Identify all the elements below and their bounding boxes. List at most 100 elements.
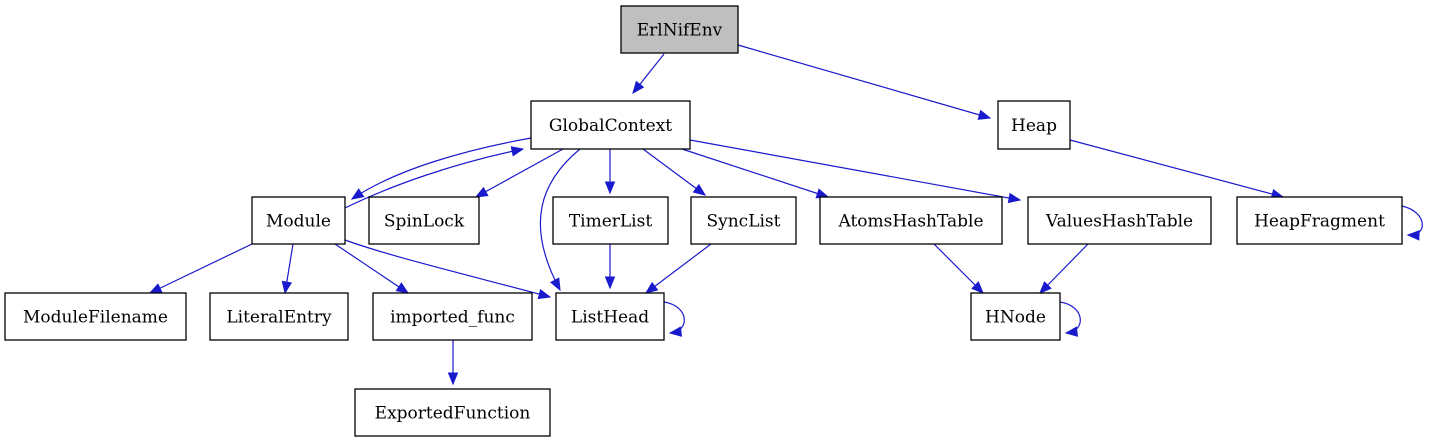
node-box[interactable] [251, 196, 346, 245]
edge-heapfragment-to-heapfragment [1401, 205, 1423, 241]
node-box[interactable] [4, 292, 187, 341]
edge-line [933, 243, 984, 294]
node-label: ModuleFilename [23, 308, 168, 328]
arrowhead [644, 281, 659, 294]
edge-module-to-literalentry [281, 243, 294, 295]
arrowhead [692, 183, 707, 196]
node-label: HNode [985, 308, 1046, 328]
node-box[interactable] [368, 196, 480, 245]
node-box[interactable] [552, 196, 669, 245]
node-label: ValuesHashTable [1045, 212, 1193, 232]
node-imported-func[interactable]: imported_func [372, 292, 533, 341]
node-label: Heap [1011, 116, 1057, 136]
arrowhead [632, 80, 645, 95]
edge-globalcontext-to-module [350, 137, 532, 200]
edges-layer [148, 44, 1423, 386]
node-spinlock[interactable]: SpinLock [368, 196, 480, 245]
node-modulefilename[interactable]: ModuleFilename [4, 292, 187, 341]
node-box[interactable] [620, 5, 739, 54]
arrowhead [971, 281, 984, 294]
node-box[interactable] [555, 292, 665, 341]
edge-line [737, 44, 991, 119]
edge-atomshashtable-to-hnode [933, 243, 984, 294]
edge-globalcontext-to-timerlist [604, 149, 616, 195]
edge-erlnifenv-to-heap [737, 44, 992, 120]
node-box[interactable] [970, 292, 1061, 341]
node-timerlist[interactable]: TimerList [552, 196, 669, 245]
node-box[interactable] [690, 196, 797, 245]
edge-line [681, 148, 829, 198]
arrowhead [1406, 230, 1420, 241]
node-box[interactable] [372, 292, 533, 341]
node-box[interactable] [1027, 196, 1212, 245]
edge-line [475, 148, 564, 198]
edge-synclist-to-listhead [644, 243, 712, 294]
node-erlnifenv[interactable]: ErlNifEnv [620, 5, 739, 54]
arrowhead [604, 181, 616, 195]
edge-line [149, 243, 253, 294]
arrowhead [1007, 192, 1022, 204]
node-module[interactable]: Module [251, 196, 346, 245]
edge-erlnifenv-to-globalcontext [632, 53, 665, 95]
arrowhead [549, 277, 561, 292]
arrowhead [281, 280, 293, 295]
edge-line [689, 139, 1021, 201]
node-label: HeapFragment [1254, 212, 1385, 232]
node-label: LiteralEntry [226, 308, 332, 328]
edge-globalcontext-to-valueshashtable [689, 139, 1022, 204]
edge-timerlist-to-listhead [604, 244, 616, 290]
arrowhead [447, 372, 459, 386]
arrowhead [977, 109, 992, 120]
edge-line [1069, 139, 1284, 198]
node-box[interactable] [997, 100, 1071, 150]
arrowhead [474, 186, 489, 198]
edge-imported-func-to-exportedfunction [447, 340, 459, 386]
node-synclist[interactable]: SyncList [690, 196, 797, 245]
node-box[interactable] [530, 100, 691, 150]
node-hnode[interactable]: HNode [970, 292, 1061, 341]
node-heapfragment[interactable]: HeapFragment [1236, 196, 1403, 245]
edge-hnode-to-hnode [1059, 301, 1081, 337]
edge-line [351, 137, 532, 200]
node-box[interactable] [209, 292, 349, 341]
node-atomshashtable[interactable]: AtomsHashTable [819, 196, 1003, 245]
edge-line [663, 301, 685, 334]
node-label: ErlNifEnv [637, 21, 723, 41]
node-label: ListHead [571, 308, 649, 328]
edge-globalcontext-to-atomshashtable [681, 148, 830, 199]
edge-globalcontext-to-spinlock [474, 148, 564, 198]
node-label: imported_func [390, 308, 515, 328]
node-label: AtomsHashTable [837, 212, 983, 232]
node-box[interactable] [819, 196, 1003, 245]
arrowhead [510, 146, 525, 157]
node-label: ExportedFunction [375, 404, 531, 424]
edge-line [344, 148, 524, 209]
arrowhead [668, 326, 683, 337]
node-listhead[interactable]: ListHead [555, 292, 665, 341]
arrowhead [395, 282, 410, 294]
arrowhead [350, 188, 365, 200]
node-label: GlobalContext [549, 116, 672, 136]
edge-module-to-modulefilename [148, 243, 253, 294]
edge-line [539, 148, 581, 291]
edge-globalcontext-to-synclist [642, 148, 707, 196]
edge-globalcontext-to-listhead [539, 148, 581, 292]
node-exportedfunction[interactable]: ExportedFunction [354, 388, 551, 437]
edge-module-to-globalcontext [344, 146, 525, 209]
node-label: SyncList [706, 212, 780, 232]
node-label: SpinLock [384, 212, 465, 232]
edge-valueshashtable-to-hnode [1039, 243, 1089, 294]
edge-line [334, 243, 409, 294]
node-label: TimerList [569, 212, 653, 232]
node-heap[interactable]: Heap [997, 100, 1071, 150]
node-globalcontext[interactable]: GlobalContext [530, 100, 691, 150]
node-box[interactable] [1236, 196, 1403, 245]
node-box[interactable] [354, 388, 551, 437]
edge-heap-to-heapfragment [1069, 139, 1285, 200]
node-literalentry[interactable]: LiteralEntry [209, 292, 349, 341]
node-valueshashtable[interactable]: ValuesHashTable [1027, 196, 1212, 245]
arrowhead [604, 276, 616, 290]
arrowhead [1064, 326, 1079, 337]
